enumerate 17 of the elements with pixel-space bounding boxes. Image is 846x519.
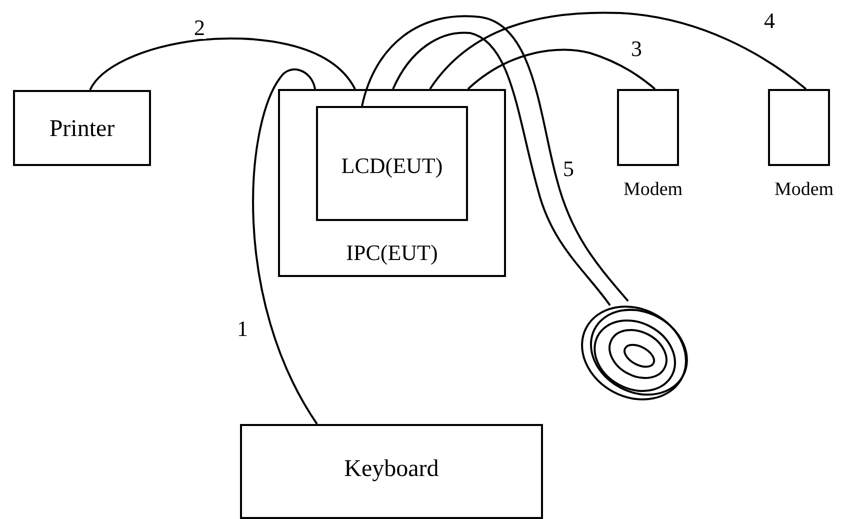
printer-box — [13, 90, 151, 166]
cable-line — [467, 48, 656, 90]
cable-line — [252, 68, 318, 425]
cable-number: 2 — [193, 17, 206, 39]
display-box — [316, 106, 468, 221]
device-label: Modem — [773, 179, 835, 200]
cable-line — [392, 32, 611, 306]
box-label: Printer — [48, 116, 116, 142]
cable-line — [361, 15, 629, 302]
box-label: IPC(EUT) — [345, 241, 439, 265]
keyboard-box — [240, 424, 543, 519]
device-label: Modem — [622, 179, 684, 200]
computer-box — [278, 89, 506, 277]
cable-line — [429, 12, 807, 90]
cable-line — [89, 38, 356, 90]
box-label: LCD(EUT) — [340, 154, 444, 178]
box-label: Keyboard — [343, 456, 440, 482]
